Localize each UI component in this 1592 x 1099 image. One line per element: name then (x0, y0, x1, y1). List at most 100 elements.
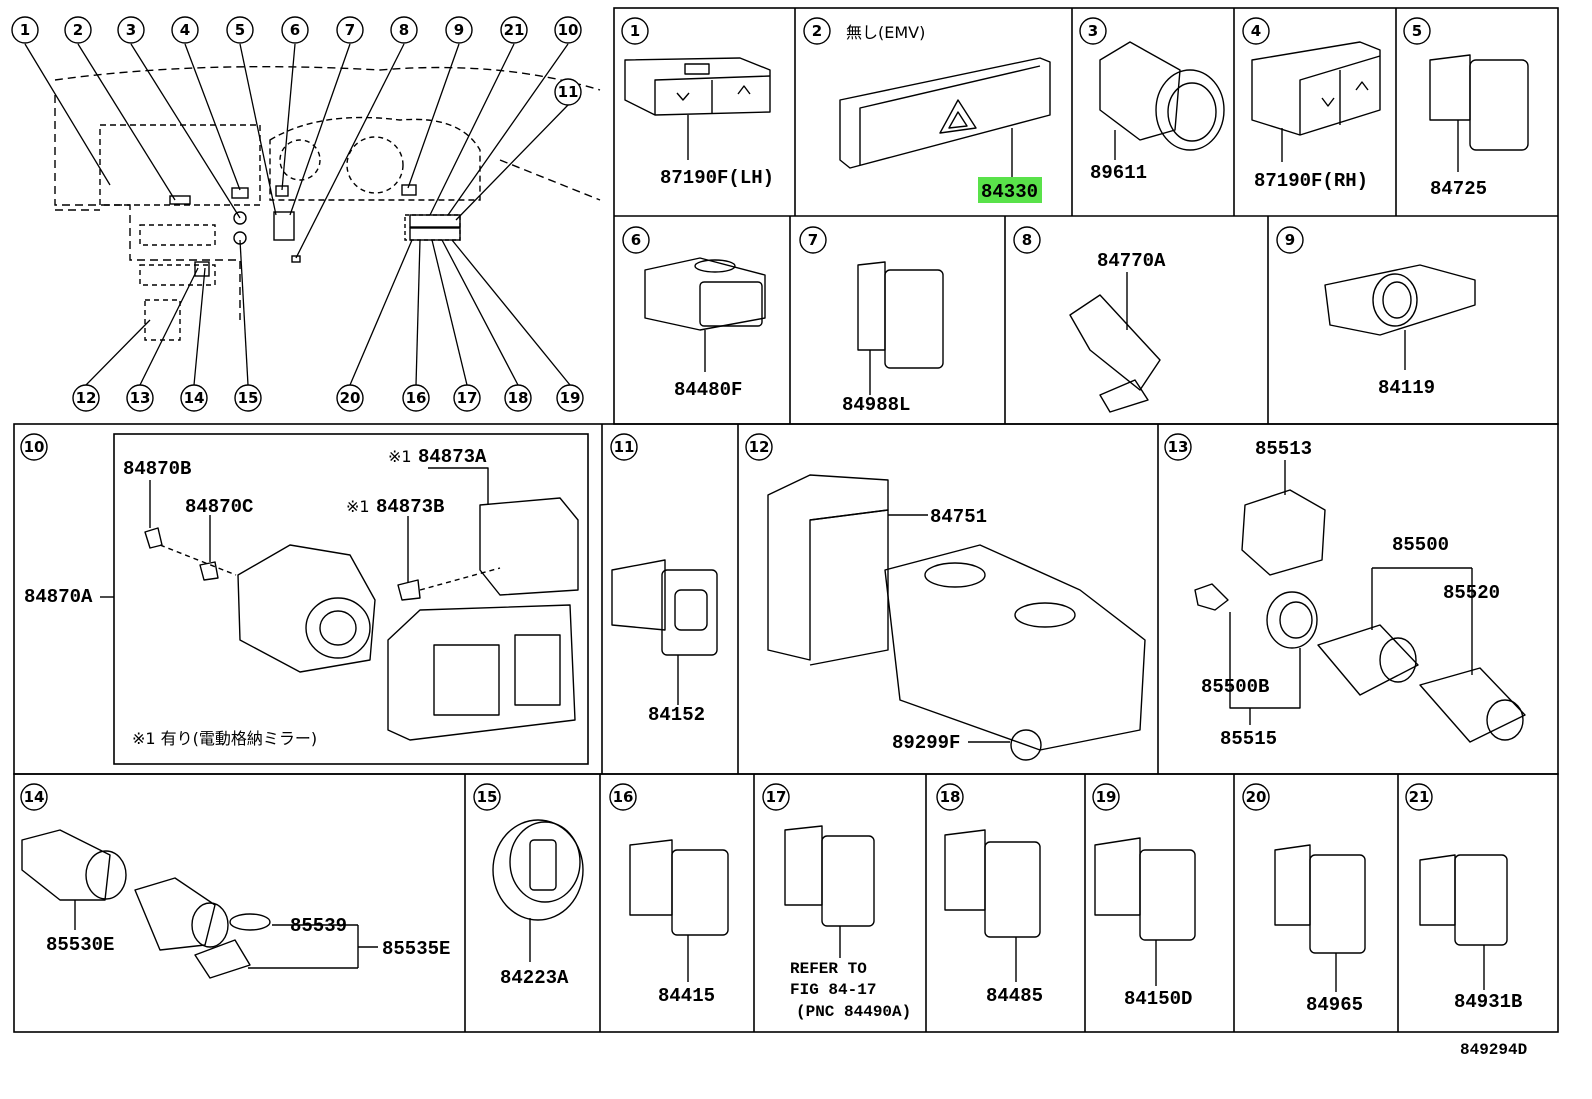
part-84988l-switch (857, 261, 944, 395)
svg-text:15: 15 (477, 788, 498, 806)
panel-number-2: 2 (803, 17, 831, 45)
label-84873b: 84873B (376, 496, 444, 518)
part-illustrations (21, 41, 1529, 992)
callout-19: 19 (556, 384, 584, 412)
part-84770a-switch (1069, 272, 1161, 413)
svg-text:14: 14 (184, 389, 205, 407)
label-85500: 85500 (1392, 534, 1449, 556)
svg-text:14: 14 (24, 788, 45, 806)
svg-text:18: 18 (940, 788, 961, 806)
callout-7: 7 (336, 16, 364, 44)
label-note-mark-b: ※1 (346, 497, 370, 516)
panel-number-12: 12 (745, 433, 773, 461)
part-84330-highlight (978, 177, 1042, 203)
label-84870c: 84870C (185, 496, 253, 518)
callout-8: 8 (390, 16, 418, 44)
label-85539: 85539 (290, 915, 347, 937)
svg-text:20: 20 (1246, 788, 1267, 806)
svg-text:6: 6 (631, 231, 641, 249)
svg-text:21: 21 (1409, 788, 1430, 806)
panel-number-5: 5 (1403, 17, 1431, 45)
panel-number-8: 8 (1013, 226, 1041, 254)
panel-number-6: 6 (622, 226, 650, 254)
label-85500b: 85500B (1201, 676, 1269, 698)
label-84485: 84485 (986, 985, 1043, 1007)
part-84931b-switch (1419, 854, 1508, 990)
svg-text:21: 21 (504, 21, 525, 39)
svg-text:6: 6 (290, 21, 300, 39)
svg-text:16: 16 (406, 389, 427, 407)
panel-number-11: 11 (610, 433, 638, 461)
part-87190f-lh (624, 57, 771, 160)
svg-text:5: 5 (1412, 22, 1422, 40)
label-84330: 84330 (981, 181, 1038, 203)
panel-number-16: 16 (609, 783, 637, 811)
overview-leaders (24, 43, 571, 386)
part-84490a-switch (784, 825, 875, 958)
part-87190f-rh (1251, 41, 1381, 162)
callout-11: 11 (554, 78, 582, 106)
svg-text:4: 4 (180, 21, 190, 39)
part-84150d-switch (1094, 837, 1196, 986)
label-84988l: 84988L (842, 394, 910, 416)
panel-number-15: 15 (473, 783, 501, 811)
label-84931b: 84931B (1454, 991, 1522, 1013)
callout-3: 3 (117, 16, 145, 44)
label-85520: 85520 (1443, 582, 1500, 604)
overview-callouts: 1 2 3 4 5 6 7 8 9 21 10 11 12 13 14 15 2… (11, 16, 584, 412)
svg-text:8: 8 (399, 21, 409, 39)
callout-17: 17 (453, 384, 481, 412)
svg-text:17: 17 (766, 788, 787, 806)
label-85535e: 85535E (382, 938, 450, 960)
callout-4: 4 (171, 16, 199, 44)
part-89611-push-start (1099, 41, 1225, 160)
callout-15: 15 (234, 384, 262, 412)
panel-number-21: 21 (1405, 783, 1433, 811)
label-84150d: 84150D (1124, 988, 1192, 1010)
svg-text:7: 7 (345, 21, 355, 39)
svg-text:8: 8 (1022, 231, 1032, 249)
part-84152-switch (611, 559, 718, 705)
panel-numbers: 1 2 3 4 5 6 7 8 9 10 11 12 13 14 15 16 1… (20, 17, 1433, 811)
svg-text:13: 13 (130, 389, 151, 407)
panel-number-20: 20 (1242, 783, 1270, 811)
part-84415-switch (629, 839, 729, 982)
label-84480f: 84480F (674, 379, 742, 401)
svg-text:10: 10 (558, 21, 579, 39)
dashboard-overview (54, 65, 601, 341)
svg-text:10: 10 (24, 438, 45, 456)
label-no-emv-note: 無し(EMV) (846, 23, 925, 42)
label-87190f-lh: 87190F(LH) (660, 167, 774, 189)
callout-6: 6 (281, 16, 309, 44)
label-85515: 85515 (1220, 728, 1277, 750)
label-footnote-power-mirror: ※1 有り(電動格納ミラー) (132, 729, 317, 748)
callout-20: 20 (336, 384, 364, 412)
callout-18: 18 (504, 384, 532, 412)
label-85513: 85513 (1255, 438, 1312, 460)
label-84415: 84415 (658, 985, 715, 1007)
label-87190f-rh: 87190F(RH) (1254, 170, 1368, 192)
svg-text:3: 3 (1088, 22, 1098, 40)
part-84751-89299f-switches (767, 474, 1146, 761)
panel-number-19: 19 (1092, 783, 1120, 811)
svg-text:9: 9 (1285, 231, 1295, 249)
part-84965-switch (1274, 844, 1366, 992)
svg-text:5: 5 (235, 21, 245, 39)
panel-number-9: 9 (1276, 226, 1304, 254)
label-85530e: 85530E (46, 934, 114, 956)
callout-16: 16 (402, 384, 430, 412)
part-85500-socket-set (1194, 460, 1526, 743)
part-84119-switch (1324, 264, 1476, 370)
svg-text:2: 2 (812, 22, 822, 40)
callout-1: 1 (11, 16, 39, 44)
panel-number-13: 13 (1164, 433, 1192, 461)
callout-10: 10 (554, 16, 582, 44)
svg-text:17: 17 (457, 389, 478, 407)
svg-text:1: 1 (630, 22, 640, 40)
label-84965: 84965 (1306, 994, 1363, 1016)
panel-number-14: 14 (20, 783, 48, 811)
label-89299f: 89299F (892, 732, 960, 754)
panel-number-4: 4 (1242, 17, 1270, 45)
part-84485-switch (944, 829, 1041, 982)
